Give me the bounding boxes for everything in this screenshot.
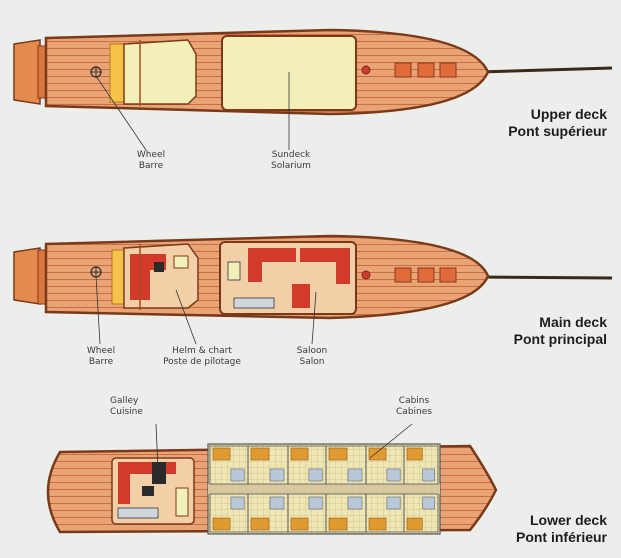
callout-en: Saloon	[296, 346, 328, 356]
deck-title-fr: Pont inférieur	[515, 529, 607, 545]
deck-title-en: Lower deck	[529, 512, 607, 528]
leader-line	[311, 291, 317, 345]
head-unit	[347, 468, 363, 482]
bunk	[212, 517, 231, 531]
sundeck-callout: Sundeck Solarium	[256, 150, 326, 172]
wheelhouse-top	[123, 39, 197, 105]
head-unit	[422, 468, 435, 482]
stern-platform	[13, 247, 41, 305]
lower-deck-title: Lower deck Pont inférieur	[516, 512, 607, 546]
callout-en: Helm & chart	[172, 346, 232, 356]
bunk	[290, 447, 309, 461]
head-unit	[308, 496, 323, 510]
cabin-cell	[403, 445, 439, 485]
callout-fr: Solarium	[271, 161, 311, 171]
mast	[361, 270, 371, 280]
galley-locker	[175, 487, 189, 517]
hatch	[439, 267, 457, 283]
cabins-upper-row	[209, 445, 439, 485]
head-unit	[386, 496, 401, 510]
head-unit	[269, 468, 285, 482]
bunk	[290, 517, 309, 531]
stove	[152, 462, 166, 484]
galley-callout: Galley Cuisine	[110, 396, 156, 418]
callout-en: Wheel	[86, 346, 116, 356]
head-unit	[269, 496, 285, 510]
hatch	[417, 267, 435, 283]
head-unit	[347, 496, 363, 510]
hatch	[439, 62, 457, 78]
callout-en: Sundeck	[271, 150, 311, 160]
cabins-callout: Cabins Cabines	[386, 396, 442, 418]
galley-counter	[233, 297, 275, 309]
upper-deck-title: Upper deck Pont supérieur	[508, 106, 607, 140]
head-unit	[422, 496, 435, 510]
callout-en: Galley	[110, 396, 139, 406]
bench	[111, 249, 125, 305]
saloon-sofa	[248, 248, 296, 282]
bunk	[406, 517, 423, 531]
bunk	[368, 517, 387, 531]
callout-fr: Poste de pilotage	[163, 357, 241, 367]
stern-platform	[13, 39, 41, 105]
leader-line	[95, 75, 147, 151]
main-deck-title: Main deck Pont principal	[514, 314, 607, 348]
sink	[142, 486, 154, 496]
callout-fr: Barre	[138, 161, 164, 171]
wheel-callout: Wheel Barre	[76, 346, 126, 368]
cabins-lower-row	[209, 493, 439, 533]
deck-title-fr: Pont principal	[513, 331, 607, 347]
callout-fr: Salon	[299, 357, 325, 367]
leader-line	[369, 423, 413, 459]
hatch	[417, 62, 435, 78]
deck-title-en: Main deck	[539, 314, 607, 330]
upper-deck-plan	[13, 28, 613, 151]
cabin-cell	[403, 493, 439, 533]
hatch	[394, 267, 412, 283]
bunk	[212, 447, 231, 461]
head-unit	[230, 468, 245, 482]
seat	[173, 255, 189, 269]
saloon-sofa	[300, 248, 350, 284]
bowsprit	[477, 66, 613, 74]
head-unit	[230, 496, 245, 510]
callout-fr: Cuisine	[110, 407, 143, 417]
callout-en: Cabins	[398, 396, 430, 406]
head-unit	[308, 468, 323, 482]
leader-line	[95, 275, 101, 345]
bunk	[406, 447, 423, 461]
corridor	[208, 484, 440, 494]
deck-title-en: Upper deck	[530, 106, 607, 122]
leader-line	[175, 289, 197, 345]
callout-fr: Barre	[88, 357, 114, 367]
leader-line	[155, 423, 159, 471]
bunk	[250, 517, 270, 531]
mast	[361, 65, 371, 75]
hatch	[394, 62, 412, 78]
chart-table	[154, 262, 164, 272]
lower-deck-plan	[46, 423, 498, 535]
bunk	[250, 447, 270, 461]
bowsprit	[477, 275, 613, 280]
saloon-callout: Saloon Salon	[284, 346, 340, 368]
galley-shelf	[117, 507, 159, 519]
wheel-callout: Wheel Barre	[126, 150, 176, 172]
deck-title-fr: Pont supérieur	[508, 123, 607, 139]
saloon-seat	[292, 284, 310, 308]
bunk	[328, 517, 348, 531]
callout-fr: Cabines	[396, 407, 432, 417]
main-deck-plan	[13, 234, 613, 345]
callout-en: Wheel	[136, 150, 166, 160]
bunk	[368, 447, 387, 461]
companionway	[227, 261, 241, 281]
bunk	[328, 447, 348, 461]
head-unit	[386, 468, 401, 482]
helm-chart-callout: Helm & chart Poste de pilotage	[154, 346, 250, 368]
